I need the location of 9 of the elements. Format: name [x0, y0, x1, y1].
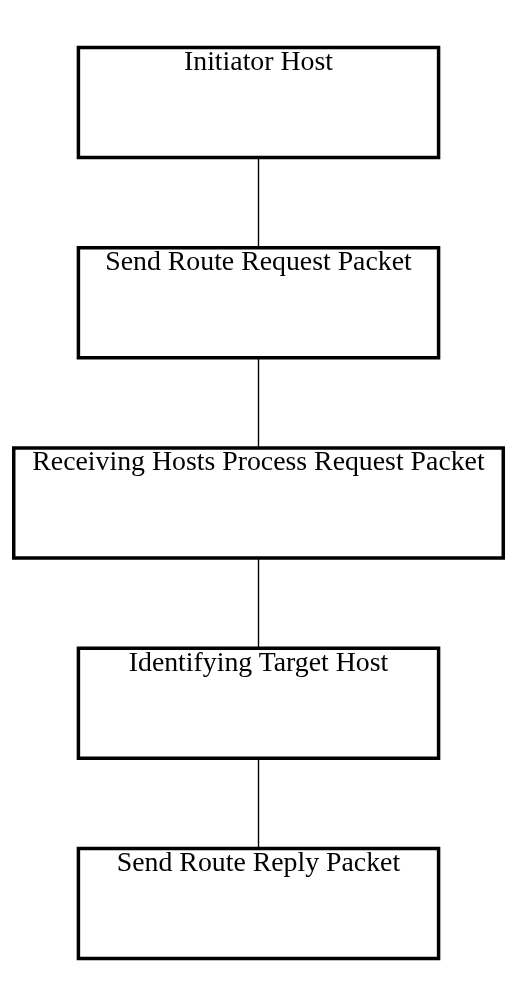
node-box: Identifying Target Host [76, 646, 441, 760]
connector [257, 156, 260, 248]
connector [257, 356, 260, 448]
connector [257, 557, 260, 649]
node-box: Initiator Host [76, 45, 441, 159]
node-box: Receiving Hosts Process Request Packet [12, 445, 505, 560]
node-box: Send Route Request Packet [76, 245, 441, 359]
node-box: Send Route Reply Packet [76, 846, 441, 960]
connector [257, 757, 260, 849]
